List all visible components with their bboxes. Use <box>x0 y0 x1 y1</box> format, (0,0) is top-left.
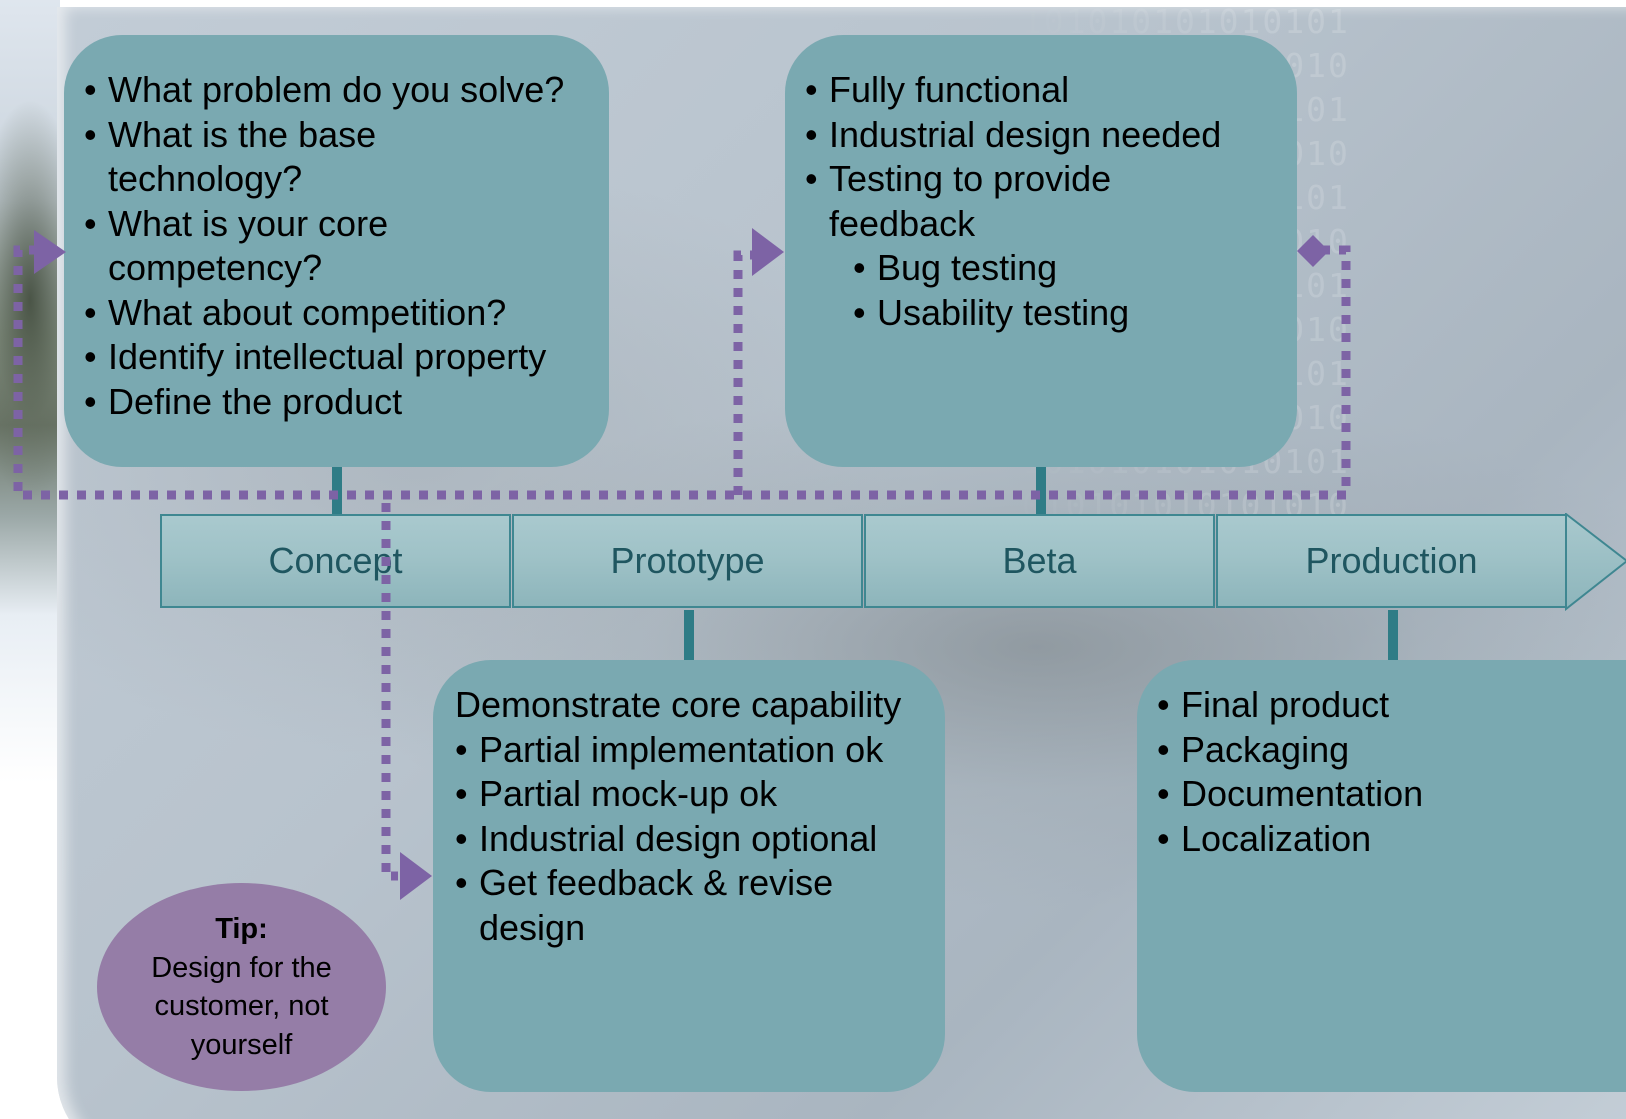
concept-item: Identify intellectual property <box>84 335 564 380</box>
concept-details-box: What problem do you solve? What is the b… <box>64 35 609 467</box>
prototype-heading: Demonstrate core capability <box>455 684 902 725</box>
production-item: Packaging <box>1157 728 1423 773</box>
phase-prototype: Prototype <box>512 514 863 608</box>
dotted-path-to-beta <box>733 250 752 495</box>
production-item: Documentation <box>1157 772 1423 817</box>
beta-item: Industrial design needed <box>805 113 1221 158</box>
concept-item: What is the base technology? <box>84 113 408 202</box>
concept-item: What is your core competency? <box>84 202 408 291</box>
dotted-loop-path <box>13 245 1351 500</box>
phase-beta: Beta <box>864 514 1215 608</box>
prototype-details-box: Demonstrate core capability Partial impl… <box>433 660 945 1092</box>
production-list: Final product Packaging Documentation Lo… <box>1157 683 1423 861</box>
tip-bubble: Tip: Design for the customer, not yourse… <box>97 883 386 1091</box>
arrowhead-to-beta <box>752 228 784 276</box>
beta-sub-item: Bug testing <box>853 246 1221 291</box>
production-item: Final product <box>1157 683 1423 728</box>
production-item: Localization <box>1157 817 1423 862</box>
timeline-arrowhead <box>1565 513 1626 611</box>
connector-beta <box>1036 467 1046 515</box>
phase-concept: Concept <box>160 514 511 608</box>
phase-production: Production <box>1216 514 1567 608</box>
beta-details-box: Fully functional Industrial design neede… <box>785 35 1297 467</box>
concept-list: What problem do you solve? What is the b… <box>84 68 564 424</box>
beta-list: Fully functional Industrial design neede… <box>805 68 1221 335</box>
concept-item: What problem do you solve? <box>84 68 564 113</box>
beta-sub-item: Usability testing <box>853 291 1221 336</box>
arrowhead-to-concept <box>34 230 66 274</box>
prototype-item: Get feedback & revise design <box>455 861 859 950</box>
diamond-start-marker <box>1297 235 1329 267</box>
connector-prototype <box>684 610 694 660</box>
connector-production <box>1388 610 1398 660</box>
production-details-box: Final product Packaging Documentation Lo… <box>1137 660 1626 1092</box>
tip-body: Design for the customer, not yourself <box>151 951 332 1061</box>
tip-title: Tip: <box>215 913 268 945</box>
concept-item: Define the product <box>84 380 564 425</box>
prototype-item: Partial implementation ok <box>455 728 901 773</box>
prototype-item: Partial mock-up ok <box>455 772 901 817</box>
prototype-list: Partial implementation ok Partial mock-u… <box>455 728 901 951</box>
concept-item: What about competition? <box>84 291 564 336</box>
beta-item: Testing to provide feedback <box>805 157 1139 246</box>
prototype-item: Industrial design optional <box>455 817 901 862</box>
beta-item: Fully functional <box>805 68 1221 113</box>
background-photo-strip <box>0 0 60 1119</box>
dotted-path-to-prototype <box>381 503 398 881</box>
phase-timeline: Concept Prototype Beta Production <box>160 513 1626 612</box>
arrowhead-to-prototype <box>400 852 432 900</box>
